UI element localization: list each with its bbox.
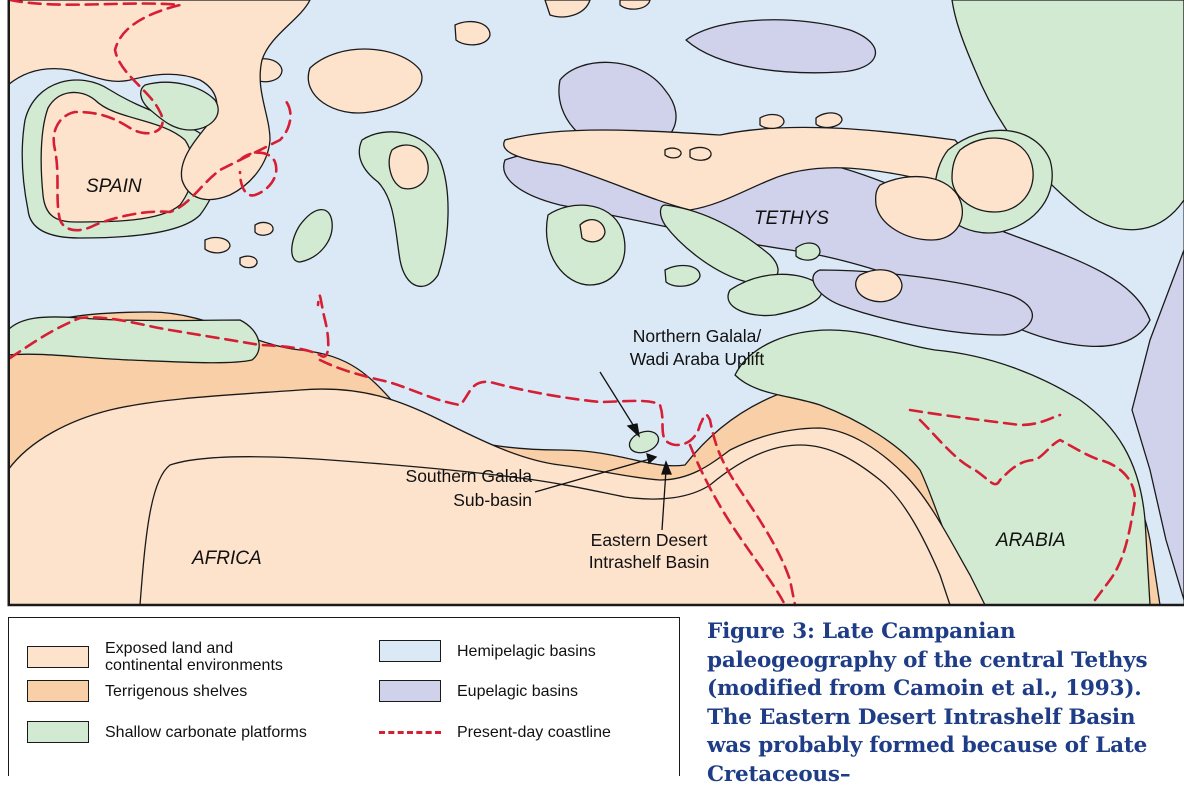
label-arabia: ARABIA	[995, 530, 1066, 551]
carbonate-platform-small-1	[664, 264, 701, 287]
exposed-land-balkan-ridge	[503, 126, 965, 211]
exposed-land-north-island-4	[544, 0, 591, 18]
legend-swatch-hemipelagic	[379, 640, 441, 662]
exposed-land-italy	[388, 144, 429, 190]
arrowhead-southern-galala	[646, 453, 658, 465]
carbonate-platform-arabia	[734, 329, 1151, 605]
legend-label-exposed-land: Exposed land and continental environment…	[105, 640, 283, 674]
label-southern-galala-line1: Southern Galala	[406, 466, 533, 486]
legend-swatch-terrigenous-shelves	[27, 680, 89, 702]
label-tethys: TETHYS	[754, 208, 829, 229]
legend-swatch-shallow-carbonate	[27, 721, 89, 743]
legend-item-shallow-carbonate: Shallow carbonate platforms	[27, 721, 307, 743]
exposed-land-cyprus	[855, 269, 903, 303]
legend-item-eupelagic: Eupelagic basins	[379, 680, 578, 702]
legend: Exposed land and continental environment…	[8, 617, 680, 776]
legend-label-exposed-land-line1: Exposed land and	[105, 640, 234, 657]
exposed-land-north-island-1	[307, 48, 423, 114]
exposed-land-small-7	[664, 147, 682, 159]
paleogeography-map: SPAIN TETHYS AFRICA ARABIA Northern Gala…	[7, 0, 1184, 607]
legend-label-exposed-land-line2: continental environments	[105, 657, 283, 674]
exposed-land-north-island-5	[619, 0, 651, 10]
eupelagic-basin-east	[1131, 249, 1184, 601]
label-spain: SPAIN	[86, 176, 142, 197]
carbonate-platform-small-2	[795, 242, 821, 261]
exposed-land-turkey	[951, 137, 1034, 213]
coastline-arabia	[908, 408, 1137, 602]
carbonate-platform-greece	[727, 273, 823, 317]
arrowhead-northern-galala	[626, 423, 640, 438]
legend-item-coastline: Present-day coastline	[379, 721, 611, 743]
legend-swatch-exposed-land	[27, 646, 89, 668]
arrow-eastern-desert	[661, 469, 667, 531]
coastline-north-africa	[8, 294, 330, 360]
exposed-land-north-island-7	[815, 112, 843, 129]
exposed-land-small-5	[239, 255, 258, 269]
label-eastern-desert-line2: Intrashelf Basin	[589, 552, 710, 572]
label-northern-galala-line1: Northern Galala/	[633, 326, 762, 346]
label-southern-galala-line2: Sub-basin	[453, 490, 532, 510]
exposed-land-north-island-6	[759, 113, 785, 130]
eupelagic-basin-northeast	[685, 19, 877, 74]
northern-galala-uplift	[628, 430, 660, 454]
legend-item-exposed-land: Exposed land and continental environment…	[27, 640, 283, 674]
arrow-northern-galala	[599, 371, 636, 429]
label-eastern-desert-line1: Eastern Desert	[591, 530, 708, 550]
legend-swatch-eupelagic	[379, 680, 441, 702]
exposed-land-north-island-3	[454, 21, 491, 46]
legend-label-eupelagic: Eupelagic basins	[457, 682, 578, 700]
legend-label-coastline: Present-day coastline	[457, 723, 611, 741]
legend-label-terrigenous-shelves: Terrigenous shelves	[105, 682, 248, 700]
carbonate-platform-sardinia	[545, 204, 626, 286]
exposed-land-sardinia	[579, 219, 606, 243]
exposed-land-small-4	[254, 221, 274, 236]
label-northern-galala-line2: Wadi Araba Uplift	[630, 349, 765, 369]
coastline-red-sea	[688, 443, 787, 607]
exposed-land-europe	[8, 0, 311, 201]
legend-label-hemipelagic: Hemipelagic basins	[457, 642, 596, 660]
arrowhead-eastern-desert	[661, 460, 672, 475]
exposed-land-east	[874, 175, 963, 241]
exposed-land-small-3	[204, 236, 231, 254]
coastline-iberia	[238, 151, 278, 197]
arrow-southern-galala	[534, 458, 651, 493]
exposed-land-africa-inner	[139, 444, 951, 605]
carbonate-platform-west	[291, 208, 333, 263]
carbonate-platform-iberia-north	[140, 81, 219, 131]
legend-item-terrigenous-shelves: Terrigenous shelves	[27, 680, 247, 702]
legend-label-shallow-carbonate: Shallow carbonate platforms	[105, 723, 307, 741]
carbonate-platform-apulia	[659, 204, 779, 284]
legend-item-hemipelagic: Hemipelagic basins	[379, 640, 596, 662]
coastline-libya-egypt	[318, 358, 797, 607]
map-frame	[7, 0, 1184, 607]
legend-swatch-coastline	[379, 721, 441, 743]
figure-caption: Figure 3: Late Campanian paleogeography …	[707, 619, 1148, 787]
exposed-land-spain	[40, 91, 194, 223]
exposed-land-small-6	[689, 146, 712, 161]
label-africa: AFRICA	[191, 548, 262, 569]
